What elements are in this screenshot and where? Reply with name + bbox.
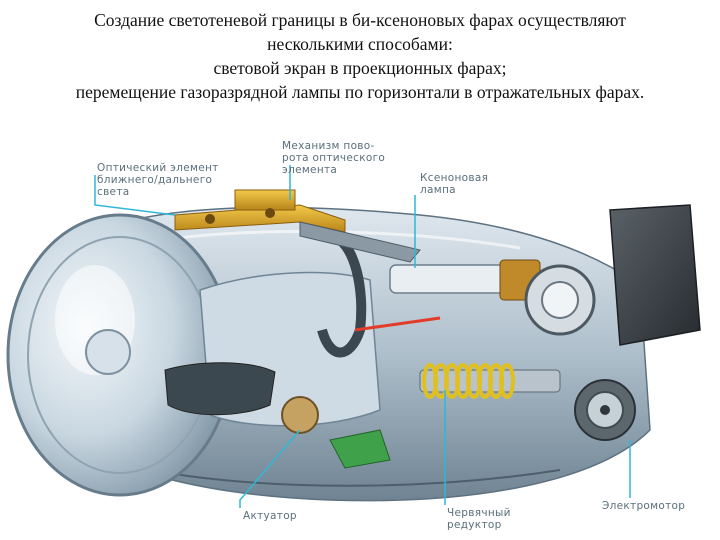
callout-xenon-lamp: Ксеноновая лампа [420,172,489,196]
electric-motor [574,379,636,441]
spring [422,363,515,399]
callout-actuator: Актуатор [243,510,297,522]
heading-line-3: световой экран в проекционных фарах; [213,58,507,78]
callout-leaders [94,165,631,508]
leader-actuator [239,429,301,508]
motor-block [524,204,701,346]
callout-rotation-mechanism: Механизм пово- рота оптического элемента [282,140,386,176]
rotation-mechanism-bracket [174,189,421,263]
projector-lens [6,213,234,497]
reflector-cylinder [164,230,381,427]
bixenon-headlamp-illustration [6,165,701,508]
heading-line-4: перемещение газоразрядной лампы по гориз… [75,82,645,102]
heading-line-1: Создание светотеневой границы в би-ксено… [94,10,626,30]
heading-line-2: несколькими способами: [267,34,453,54]
callout-worm-gear: Червячный редуктор [447,507,511,531]
spring-coil [499,363,515,399]
leader-optical-element [94,175,176,216]
slide-heading: Создание светотеневой границы в би-ксено… [0,8,720,104]
callout-optical-element: Оптический элемент ближнего/дальнего све… [97,162,219,198]
callout-electric-motor: Электромотор [602,500,686,512]
actuator [281,396,391,469]
